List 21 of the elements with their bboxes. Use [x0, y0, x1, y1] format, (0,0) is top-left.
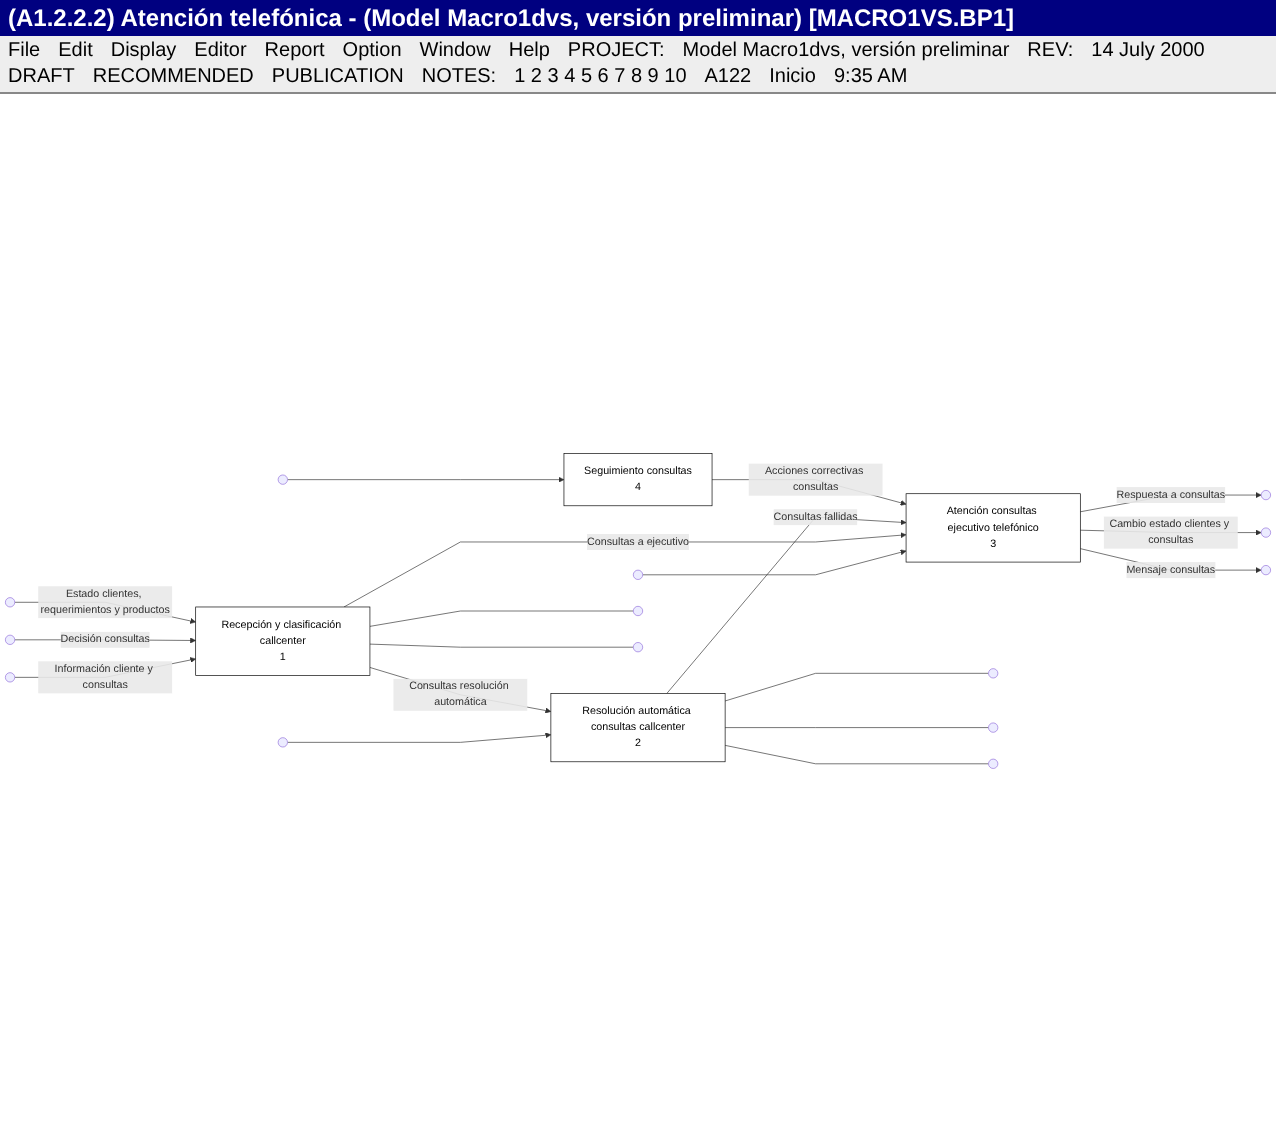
label-text: Display — [110, 40, 177, 62]
label-text: Option — [342, 40, 402, 62]
label-text: PUBLICATION — [271, 66, 404, 88]
label-text: Editor — [194, 40, 247, 62]
label-text: Window — [419, 40, 491, 62]
label-text: Edit — [58, 40, 93, 62]
label-text: 14 July 2000 — [1091, 40, 1205, 62]
label-text: Inicio — [769, 66, 816, 88]
label-text: NOTES: — [421, 66, 497, 88]
label-text: A122 — [704, 66, 752, 88]
label-text: Report — [264, 40, 325, 62]
label-text: Model Macro1dvs, versión preliminar — [682, 40, 1010, 62]
label-text: PROJECT: — [567, 40, 665, 62]
window-title: (A1.2.2.2) Atención telefónica - (Model Macro1dvs, versión preliminar) [MACRO1VS.BP1] — [0, 0, 1276, 36]
label-text: DRAFT — [8, 66, 75, 88]
label-text: Help — [508, 40, 550, 62]
label-text: RECOMMENDED — [92, 66, 254, 88]
label-text: 1 2 3 4 5 6 7 8 9 10 — [514, 66, 687, 88]
label-text: File — [8, 40, 41, 62]
label-text: REV: — [1027, 40, 1074, 62]
label-text: 9:35 AM — [833, 66, 908, 88]
